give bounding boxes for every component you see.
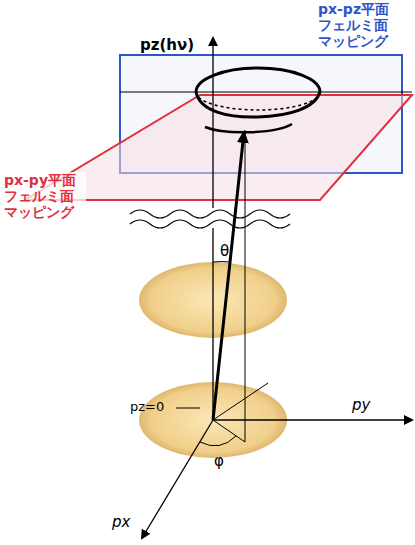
plane-line: [120, 92, 412, 93]
leader-line: [176, 408, 200, 409]
fermi-surface: [196, 68, 320, 92]
phi-arc: [200, 436, 236, 446]
axis-break: [130, 220, 290, 228]
axis-break: [130, 210, 290, 218]
axis-label: pz(hν): [140, 36, 194, 54]
px-axis: [142, 420, 213, 538]
axis-label: px: [112, 513, 130, 531]
axis-label: py: [352, 396, 370, 414]
fermi-surface-lower: [205, 124, 292, 132]
py-axis: [213, 419, 412, 420]
pz-axis: [212, 228, 213, 420]
projection-line: [245, 130, 246, 442]
axis-diagonal: [213, 383, 268, 420]
plane-label: px-py平面 フェルミ面 マッピング: [4, 172, 86, 220]
plane-label: px-pz平面 フェルミ面 マッピング: [318, 1, 412, 49]
theta-arc: [213, 261, 230, 263]
momentum-vector: [213, 132, 244, 420]
angle-label: θ: [220, 242, 229, 260]
axis-label: pz=0: [130, 399, 164, 414]
fermi-surface-dotted: [196, 92, 320, 110]
pz-axis: [212, 38, 213, 208]
fermi-surface-front: [196, 92, 320, 117]
projection-line: [213, 420, 245, 442]
angle-label: φ: [214, 452, 224, 470]
